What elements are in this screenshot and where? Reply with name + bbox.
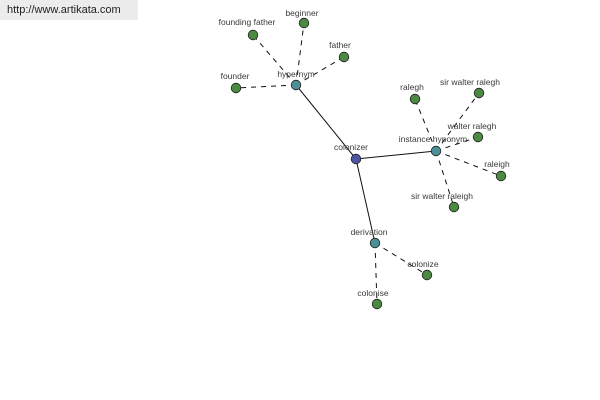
- node-label-sir-walter-raleigh[interactable]: sir walter raleigh: [411, 191, 473, 201]
- edge-instance-hyponym-walter-ralegh: [435, 136, 479, 152]
- node-label-raleigh[interactable]: raleigh: [484, 159, 510, 169]
- edge-hypernym-founding-father: [252, 34, 297, 86]
- graph-nodes: [230, 17, 507, 310]
- edge-colonizer-hypernym: [295, 84, 357, 160]
- node-label-founding-father[interactable]: founding father: [219, 17, 276, 27]
- node-label-ralegh[interactable]: ralegh: [400, 82, 424, 92]
- graph-edges: [235, 22, 502, 305]
- node-label-beginner[interactable]: beginner: [285, 8, 318, 18]
- node-walter-ralegh[interactable]: [472, 131, 484, 143]
- node-hypernym[interactable]: [290, 79, 302, 91]
- node-label-walter-ralegh[interactable]: walter ralegh: [447, 121, 497, 131]
- node-ralegh[interactable]: [409, 93, 421, 105]
- node-instance-hyponym[interactable]: [430, 145, 442, 157]
- node-label-derivation[interactable]: derivation: [351, 227, 388, 237]
- node-sir-walter-ralegh[interactable]: [473, 87, 485, 99]
- node-label-colonizer[interactable]: colonizer: [334, 142, 368, 152]
- node-label-colonize[interactable]: colonize: [407, 259, 438, 269]
- node-raleigh[interactable]: [495, 170, 507, 182]
- source-link[interactable]: http://www.artikata.com: [0, 0, 138, 20]
- edge-derivation-colonise: [374, 242, 378, 305]
- node-founder[interactable]: [230, 82, 242, 94]
- edge-derivation-colonize: [374, 242, 428, 276]
- node-label-hypernym[interactable]: hypernym: [277, 69, 314, 79]
- node-label-sir-walter-ralegh[interactable]: sir walter ralegh: [440, 77, 500, 87]
- edge-colonizer-derivation: [355, 158, 376, 244]
- edge-hypernym-founder: [235, 84, 297, 89]
- node-founding-father[interactable]: [247, 29, 259, 41]
- node-colonizer[interactable]: [350, 153, 362, 165]
- node-label-instance-hyponym[interactable]: instance hyponym: [399, 134, 468, 144]
- node-sir-walter-raleigh[interactable]: [448, 201, 460, 213]
- graph-labels: colonizer hypernym instance hyponym derivat…: [219, 8, 510, 298]
- node-label-father[interactable]: father: [329, 40, 351, 50]
- edge-hypernym-beginner: [295, 22, 305, 86]
- edge-colonizer-instance-hyponym: [355, 150, 437, 160]
- edge-instance-hyponym-raleigh: [435, 150, 502, 177]
- node-beginner[interactable]: [298, 17, 310, 29]
- edge-instance-hyponym-sir-walter-ralegh: [435, 92, 480, 152]
- node-colonize[interactable]: [421, 269, 433, 281]
- node-father[interactable]: [338, 51, 350, 63]
- node-colonise[interactable]: [371, 298, 383, 310]
- node-label-founder[interactable]: founder: [221, 71, 250, 81]
- node-derivation[interactable]: [369, 237, 381, 249]
- source-link-text[interactable]: http://www.artikata.com: [7, 4, 121, 16]
- node-label-colonise[interactable]: colonise: [357, 288, 388, 298]
